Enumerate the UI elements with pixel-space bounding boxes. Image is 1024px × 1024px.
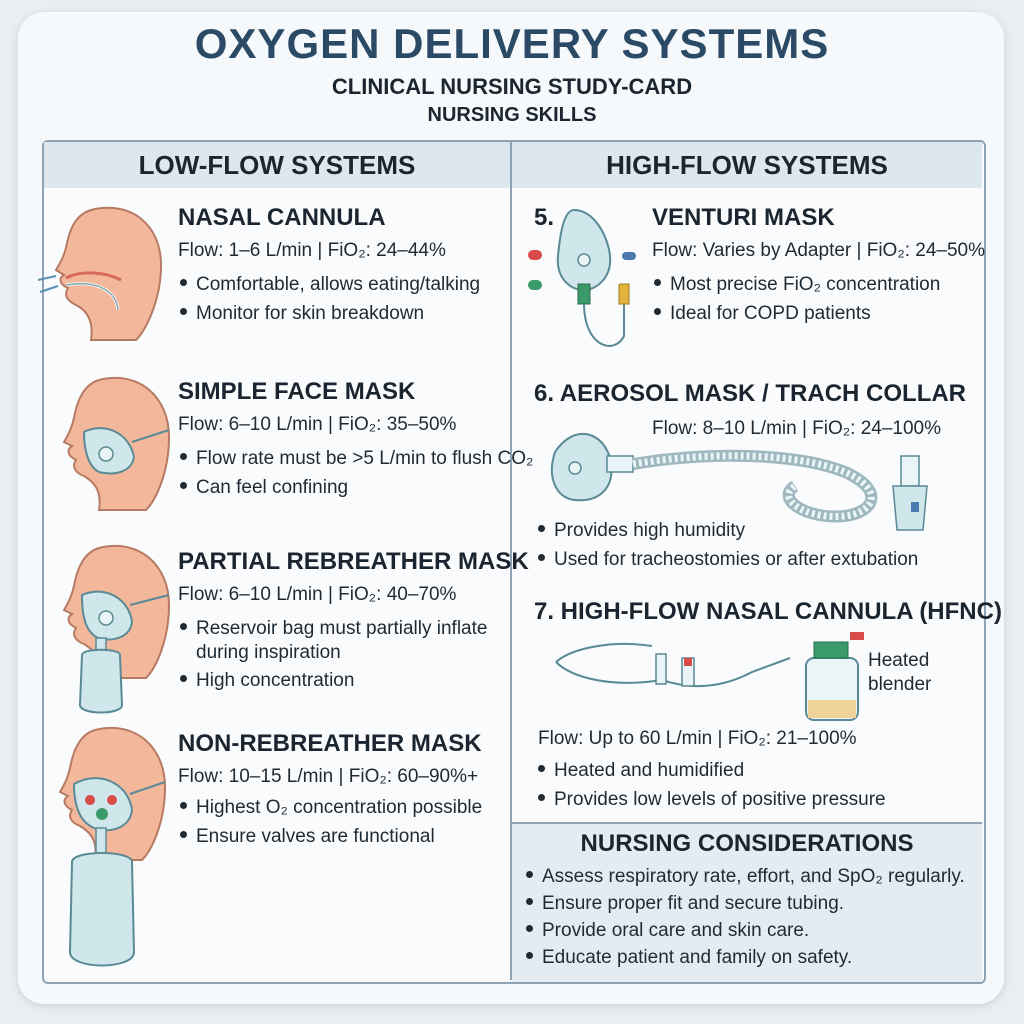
partial-rebreather-title: PARTIAL REBREATHER MASK bbox=[178, 548, 529, 575]
page-subtitle-2: NURSING SKILLS bbox=[427, 104, 597, 126]
simple-face-mask-bullet-2: Can feel confining bbox=[180, 477, 348, 499]
high-flow-header: HIGH-FLOW SYSTEMS bbox=[512, 142, 982, 188]
hfnc-device-label-1: Heated bbox=[868, 650, 930, 671]
low-flow-header: LOW-FLOW SYSTEMS bbox=[44, 142, 510, 188]
nursing-considerations-title: NURSING CONSIDERATIONS bbox=[580, 830, 914, 857]
nasal-cannula-bullet-1: Comfortable, allows eating/talking bbox=[180, 274, 480, 296]
venturi-bullet-2: Ideal for COPD patients bbox=[654, 303, 871, 325]
nursing-bullet-2: Ensure proper fit and secure tubing. bbox=[526, 893, 844, 915]
page-subtitle: CLINICAL NURSING STUDY-CARD bbox=[331, 74, 693, 99]
aerosol-bullet-2: Used for tracheostomies or after extubat… bbox=[538, 549, 918, 571]
simple-face-mask-bullet-1: Flow rate must be >5 L/min to flush CO₂ bbox=[180, 448, 533, 470]
aerosol-mask-title: 6. AEROSOL MASK / TRACH COLLAR bbox=[534, 380, 967, 407]
hfnc-bullet-1: Heated and humidified bbox=[538, 760, 744, 782]
hfnc-illustration bbox=[555, 632, 864, 721]
partial-rebreather-flow: Flow: 6–10 L/min | FiO₂: 40–70% bbox=[178, 584, 457, 605]
non-rebreather-title: NON-REBREATHER MASK bbox=[178, 730, 482, 757]
aerosol-bullet-1: Provides high humidity bbox=[538, 520, 745, 542]
hfnc-bullet-2: Provides low levels of positive pressure bbox=[538, 789, 886, 811]
simple-face-mask-illustration bbox=[62, 376, 171, 511]
non-rebreather-bullet-1: Highest O₂ concentration possible bbox=[180, 797, 482, 819]
venturi-bullet-1: Most precise FiO₂ concentration bbox=[654, 274, 940, 296]
venturi-mask-illustration bbox=[528, 208, 636, 347]
venturi-mask-title: VENTURI MASK bbox=[652, 204, 835, 231]
page-title: OXYGEN DELIVERY SYSTEMS bbox=[194, 20, 830, 67]
nasal-cannula-title: NASAL CANNULA bbox=[178, 204, 386, 231]
simple-face-mask-title: SIMPLE FACE MASK bbox=[178, 378, 416, 405]
hfnc-device-label-2: blender bbox=[868, 674, 932, 695]
partial-rebreather-bullet-2: High concentration bbox=[180, 670, 354, 692]
venturi-number: 5. bbox=[534, 204, 555, 231]
partial-rebreather-illustration bbox=[62, 544, 171, 714]
hfnc-title: 7. HIGH-FLOW NASAL CANNULA (HFNC) bbox=[534, 598, 1002, 625]
nursing-bullet-1: Assess respiratory rate, effort, and SpO… bbox=[526, 866, 965, 888]
partial-rebreather-bullet-1: Reservoir bag must partially inflate bbox=[180, 618, 487, 640]
simple-face-mask-flow: Flow: 6–10 L/min | FiO₂: 35–50% bbox=[178, 414, 457, 435]
nasal-cannula-illustration bbox=[37, 206, 163, 341]
partial-rebreather-bullet-1-continued: during inspiration bbox=[196, 642, 341, 663]
non-rebreather-illustration bbox=[58, 726, 167, 967]
nursing-considerations-box bbox=[512, 822, 982, 982]
nursing-bullet-3: Provide oral care and skin care. bbox=[526, 920, 809, 942]
aerosol-mask-illustration bbox=[550, 432, 928, 531]
nursing-bullet-4: Educate patient and family on safety. bbox=[526, 947, 852, 969]
hfnc-flow: Flow: Up to 60 L/min | FiO₂: 21–100% bbox=[538, 728, 857, 749]
nasal-cannula-bullet-2: Monitor for skin breakdown bbox=[180, 303, 424, 325]
non-rebreather-flow: Flow: 10–15 L/min | FiO₂: 60–90%+ bbox=[178, 766, 479, 787]
venturi-mask-flow: Flow: Varies by Adapter | FiO₂: 24–50% bbox=[652, 240, 986, 261]
aerosol-mask-flow: Flow: 8–10 L/min | FiO₂: 24–100% bbox=[652, 418, 942, 439]
nasal-cannula-flow: Flow: 1–6 L/min | FiO₂: 24–44% bbox=[178, 240, 446, 261]
column-divider bbox=[510, 142, 512, 980]
non-rebreather-bullet-2: Ensure valves are functional bbox=[180, 826, 435, 848]
